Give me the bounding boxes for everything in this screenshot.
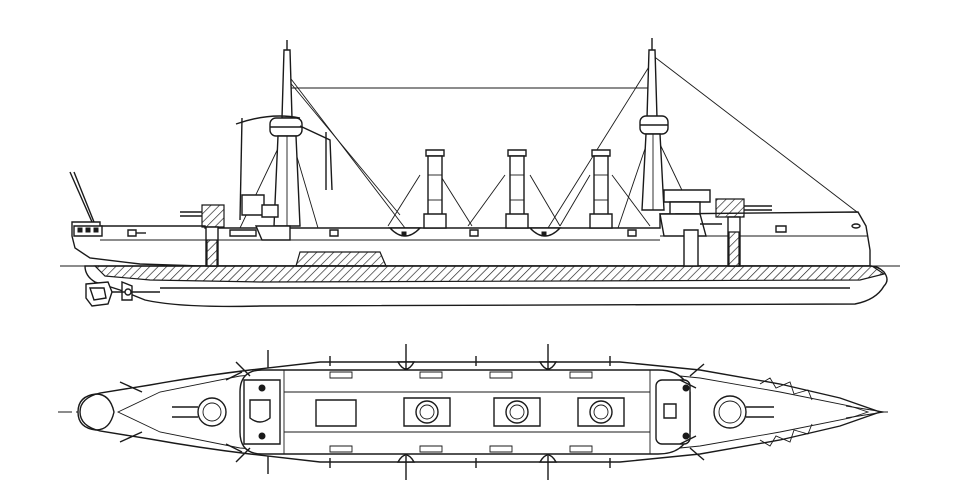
- funnel-1: [424, 150, 446, 228]
- funnel-plan-1: [404, 398, 450, 426]
- forward-bridge: [660, 190, 722, 266]
- forward-turret-plan: [714, 396, 774, 428]
- funnel-2: [506, 150, 528, 228]
- funnel-plan-3: [578, 398, 624, 426]
- mainmast: [230, 40, 332, 240]
- ship-boats: [330, 228, 636, 236]
- forward-turret: [716, 199, 772, 266]
- deck-boats: [330, 372, 592, 452]
- armor-belt: [95, 266, 884, 282]
- forward-house-plan: [656, 380, 690, 444]
- after-house-plan: [244, 380, 280, 444]
- funnel-plan-2: [494, 398, 540, 426]
- stern-gallery: [70, 172, 146, 236]
- hull-topside: [72, 212, 870, 266]
- after-turret: [180, 205, 224, 266]
- bow-anchors: [760, 378, 884, 446]
- funnel-3: [590, 150, 612, 228]
- bow-details: [160, 224, 860, 288]
- side-elevation-view: [60, 38, 900, 306]
- after-turret-plan: [172, 398, 226, 426]
- rudder-and-propeller: [86, 282, 160, 306]
- rigging-stays: [240, 55, 857, 228]
- deck-plan-view: [58, 344, 892, 480]
- skylight-hatch: [316, 400, 356, 426]
- foremast: [640, 38, 668, 210]
- deck-guns-splayed: [120, 362, 704, 462]
- side-sponsons: [268, 344, 610, 480]
